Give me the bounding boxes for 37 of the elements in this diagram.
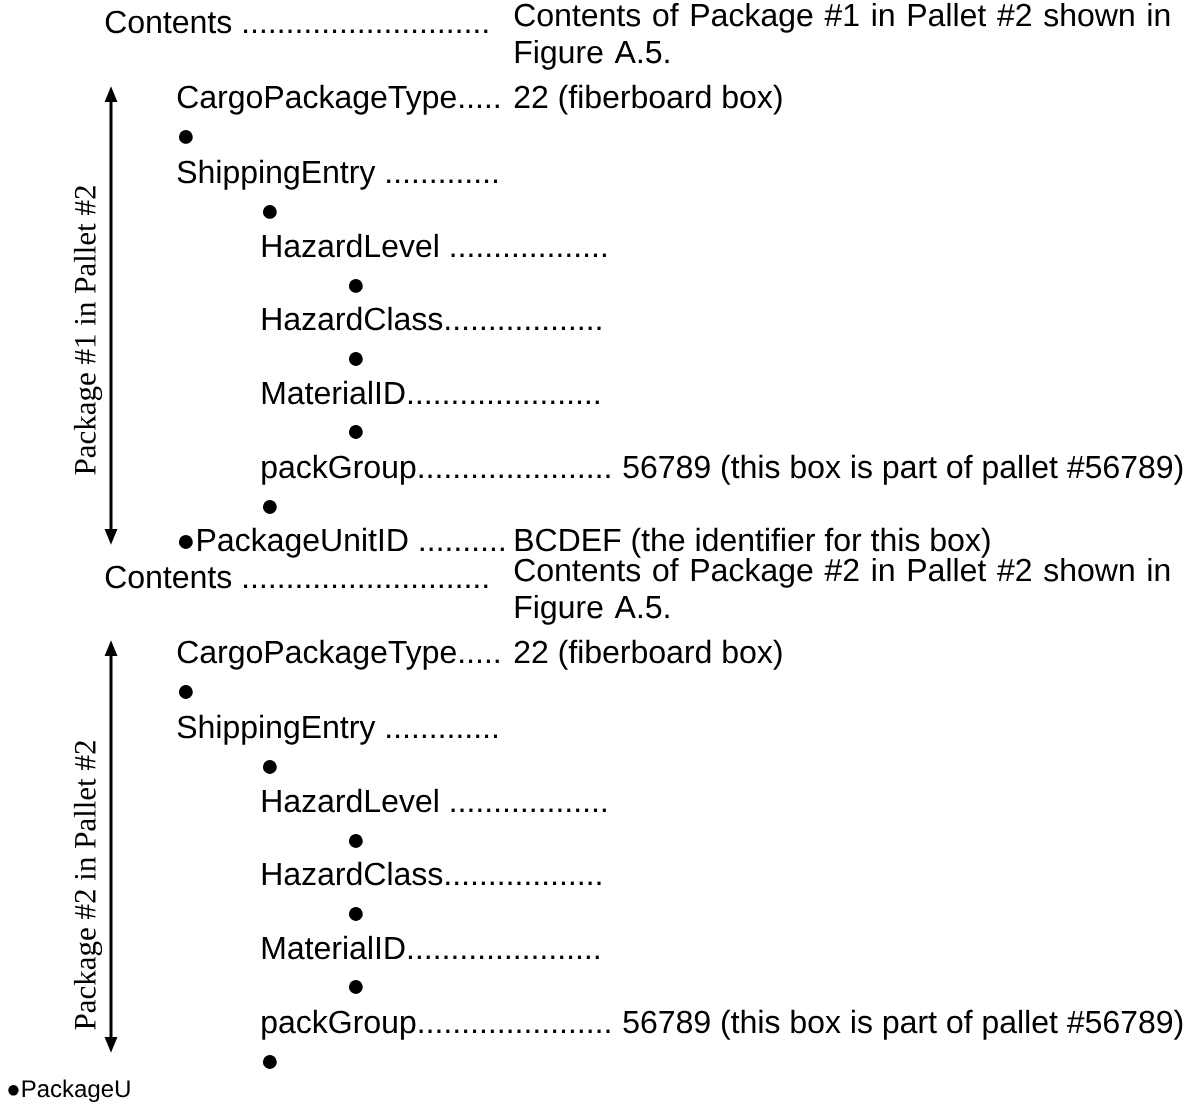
- bullet: ●: [263, 1055, 277, 1069]
- field-name: CargoPackageType.....: [177, 84, 499, 115]
- field-value: Contents of Package #1 in Pallet #2 shown in Figure A.5.: [514, 2, 1170, 70]
- field-name: ●PackageUnitID ..........: [179, 527, 504, 558]
- field-value: 22 (fiberboard box): [514, 84, 782, 115]
- field-name: MaterialID......................: [262, 935, 599, 960]
- bullet: ●: [349, 352, 363, 366]
- field-name: Contents ............................: [105, 565, 488, 589]
- field-name: Contents ............................: [105, 10, 488, 34]
- bullet: ●: [179, 685, 193, 699]
- field-name: HazardClass..................: [262, 306, 601, 331]
- bullet: ●: [349, 834, 363, 848]
- field-name: packGroup......................: [262, 454, 610, 485]
- field-name: HazardLevel ..................: [262, 233, 606, 258]
- field-name: HazardClass..................: [262, 861, 601, 886]
- bullet: ●: [263, 205, 277, 219]
- bullet: ●: [179, 130, 193, 144]
- field-value: 22 (fiberboard box): [514, 639, 782, 670]
- field-value: 56789 (this box is part of pallet #56789): [623, 454, 1183, 485]
- field-name: packGroup......................: [262, 1009, 610, 1040]
- side-label: Package #1 in Pallet #2: [73, 186, 103, 475]
- field-name: CargoPackageType.....: [177, 639, 499, 670]
- field-name: ●PackageU: [8, 1079, 130, 1102]
- field-name: MaterialID......................: [262, 380, 599, 405]
- field-name: ShippingEntry .............: [177, 714, 497, 745]
- bullet: ●: [263, 760, 277, 774]
- bullet: ●: [263, 500, 277, 514]
- bullet: ●: [349, 279, 363, 293]
- side-label: Package #2 in Pallet #2: [73, 741, 103, 1030]
- field-name: ShippingEntry .............: [177, 159, 497, 190]
- bullet: ●: [349, 907, 363, 921]
- field-value: 56789 (this box is part of pallet #56789): [623, 1009, 1183, 1040]
- field-value: BCDEF (the identifier for this box): [515, 527, 990, 558]
- field-value: Contents of Package #2 in Pallet #2 shown in Figure A.5.: [514, 557, 1170, 625]
- bullet: ●: [349, 980, 363, 994]
- bullet: ●: [349, 425, 363, 439]
- field-name: HazardLevel ..................: [262, 788, 606, 813]
